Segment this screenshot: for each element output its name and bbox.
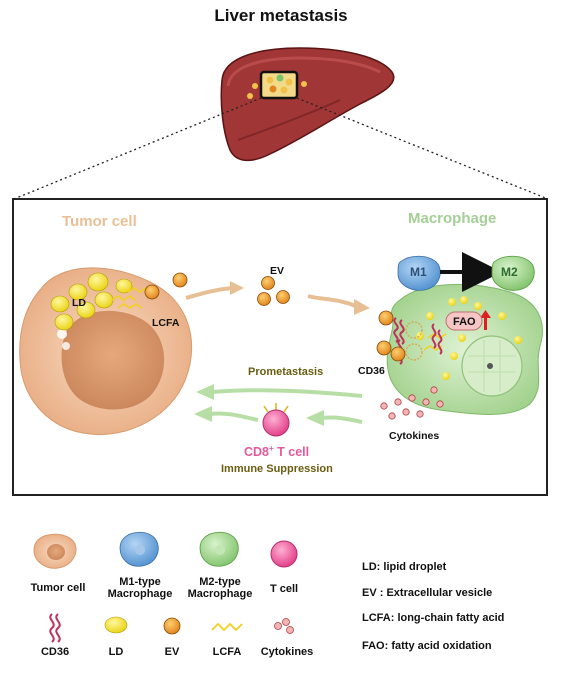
legend-ld: LD xyxy=(108,646,124,658)
immune-suppression-label: Immune Suppression xyxy=(221,463,333,475)
ev-particles xyxy=(257,276,290,306)
zoom-line-right xyxy=(296,97,549,200)
tumor-cell-title: Tumor cell xyxy=(62,213,137,230)
arrow-ev-to-macrophage xyxy=(307,294,357,308)
zoom-line-left xyxy=(13,97,262,200)
legend-m2-line2: Macrophage xyxy=(187,588,253,600)
m1-cell xyxy=(397,255,441,291)
cd8-superscript: + xyxy=(269,444,274,453)
m2-label: M2 xyxy=(501,265,518,279)
definition-fao: FAO: fatty acid oxidation xyxy=(362,640,492,652)
cd8-tail-text: T cell xyxy=(273,445,310,460)
t-cell-illustration xyxy=(262,403,290,437)
cd8-t-cell-label: CD8+ T cell xyxy=(244,444,309,459)
tumor-cell-illustration xyxy=(19,267,193,435)
arrow-cytokines-to-tcell xyxy=(321,415,363,424)
cytokine-particles xyxy=(380,386,444,420)
legend-icons xyxy=(33,531,298,643)
zoom-panel xyxy=(12,198,548,496)
legend-m1-line2: Macrophage xyxy=(107,588,173,600)
legend-t-cell: T cell xyxy=(269,583,299,595)
lcfa-label: LCFA xyxy=(152,317,180,329)
legend-m2-line1: M2-type xyxy=(199,576,241,588)
cd36-label: CD36 xyxy=(358,365,385,377)
definition-ev: EV : Extracellular vesicle xyxy=(362,587,493,599)
legend-lcfa: LCFA xyxy=(212,646,242,658)
arrow-tcell-to-tumor xyxy=(209,411,259,422)
page-title: Liver metastasis xyxy=(214,6,348,25)
arrow-tumor-to-ev xyxy=(185,286,233,300)
definition-ld: LD: lipid droplet xyxy=(362,561,447,573)
legend-tumor-cell: Tumor cell xyxy=(30,582,86,594)
cd8-text: CD8 xyxy=(244,445,270,460)
definition-lcfa: LCFA: long-chain fatty acid xyxy=(362,612,505,624)
legend-m1-line1: M1-type xyxy=(119,576,161,588)
m1-label: M1 xyxy=(410,265,427,279)
ld-label: LD xyxy=(72,297,86,309)
ev-label: EV xyxy=(270,265,285,277)
cd36-receptors xyxy=(376,310,443,365)
fao-label: FAO xyxy=(453,316,476,328)
liver-illustration xyxy=(220,47,395,162)
macrophage-illustration xyxy=(386,284,543,415)
legend-cd36: CD36 xyxy=(40,646,70,658)
legend-cytokines: Cytokines xyxy=(260,646,314,658)
prometastasis-label: Prometastasis xyxy=(248,366,324,378)
m2-cell xyxy=(491,255,535,291)
arrow-prometastasis xyxy=(211,388,363,398)
cytokines-label: Cytokines xyxy=(389,430,440,442)
macrophage-title: Macrophage xyxy=(408,210,497,227)
legend-ev: EV xyxy=(164,646,180,658)
